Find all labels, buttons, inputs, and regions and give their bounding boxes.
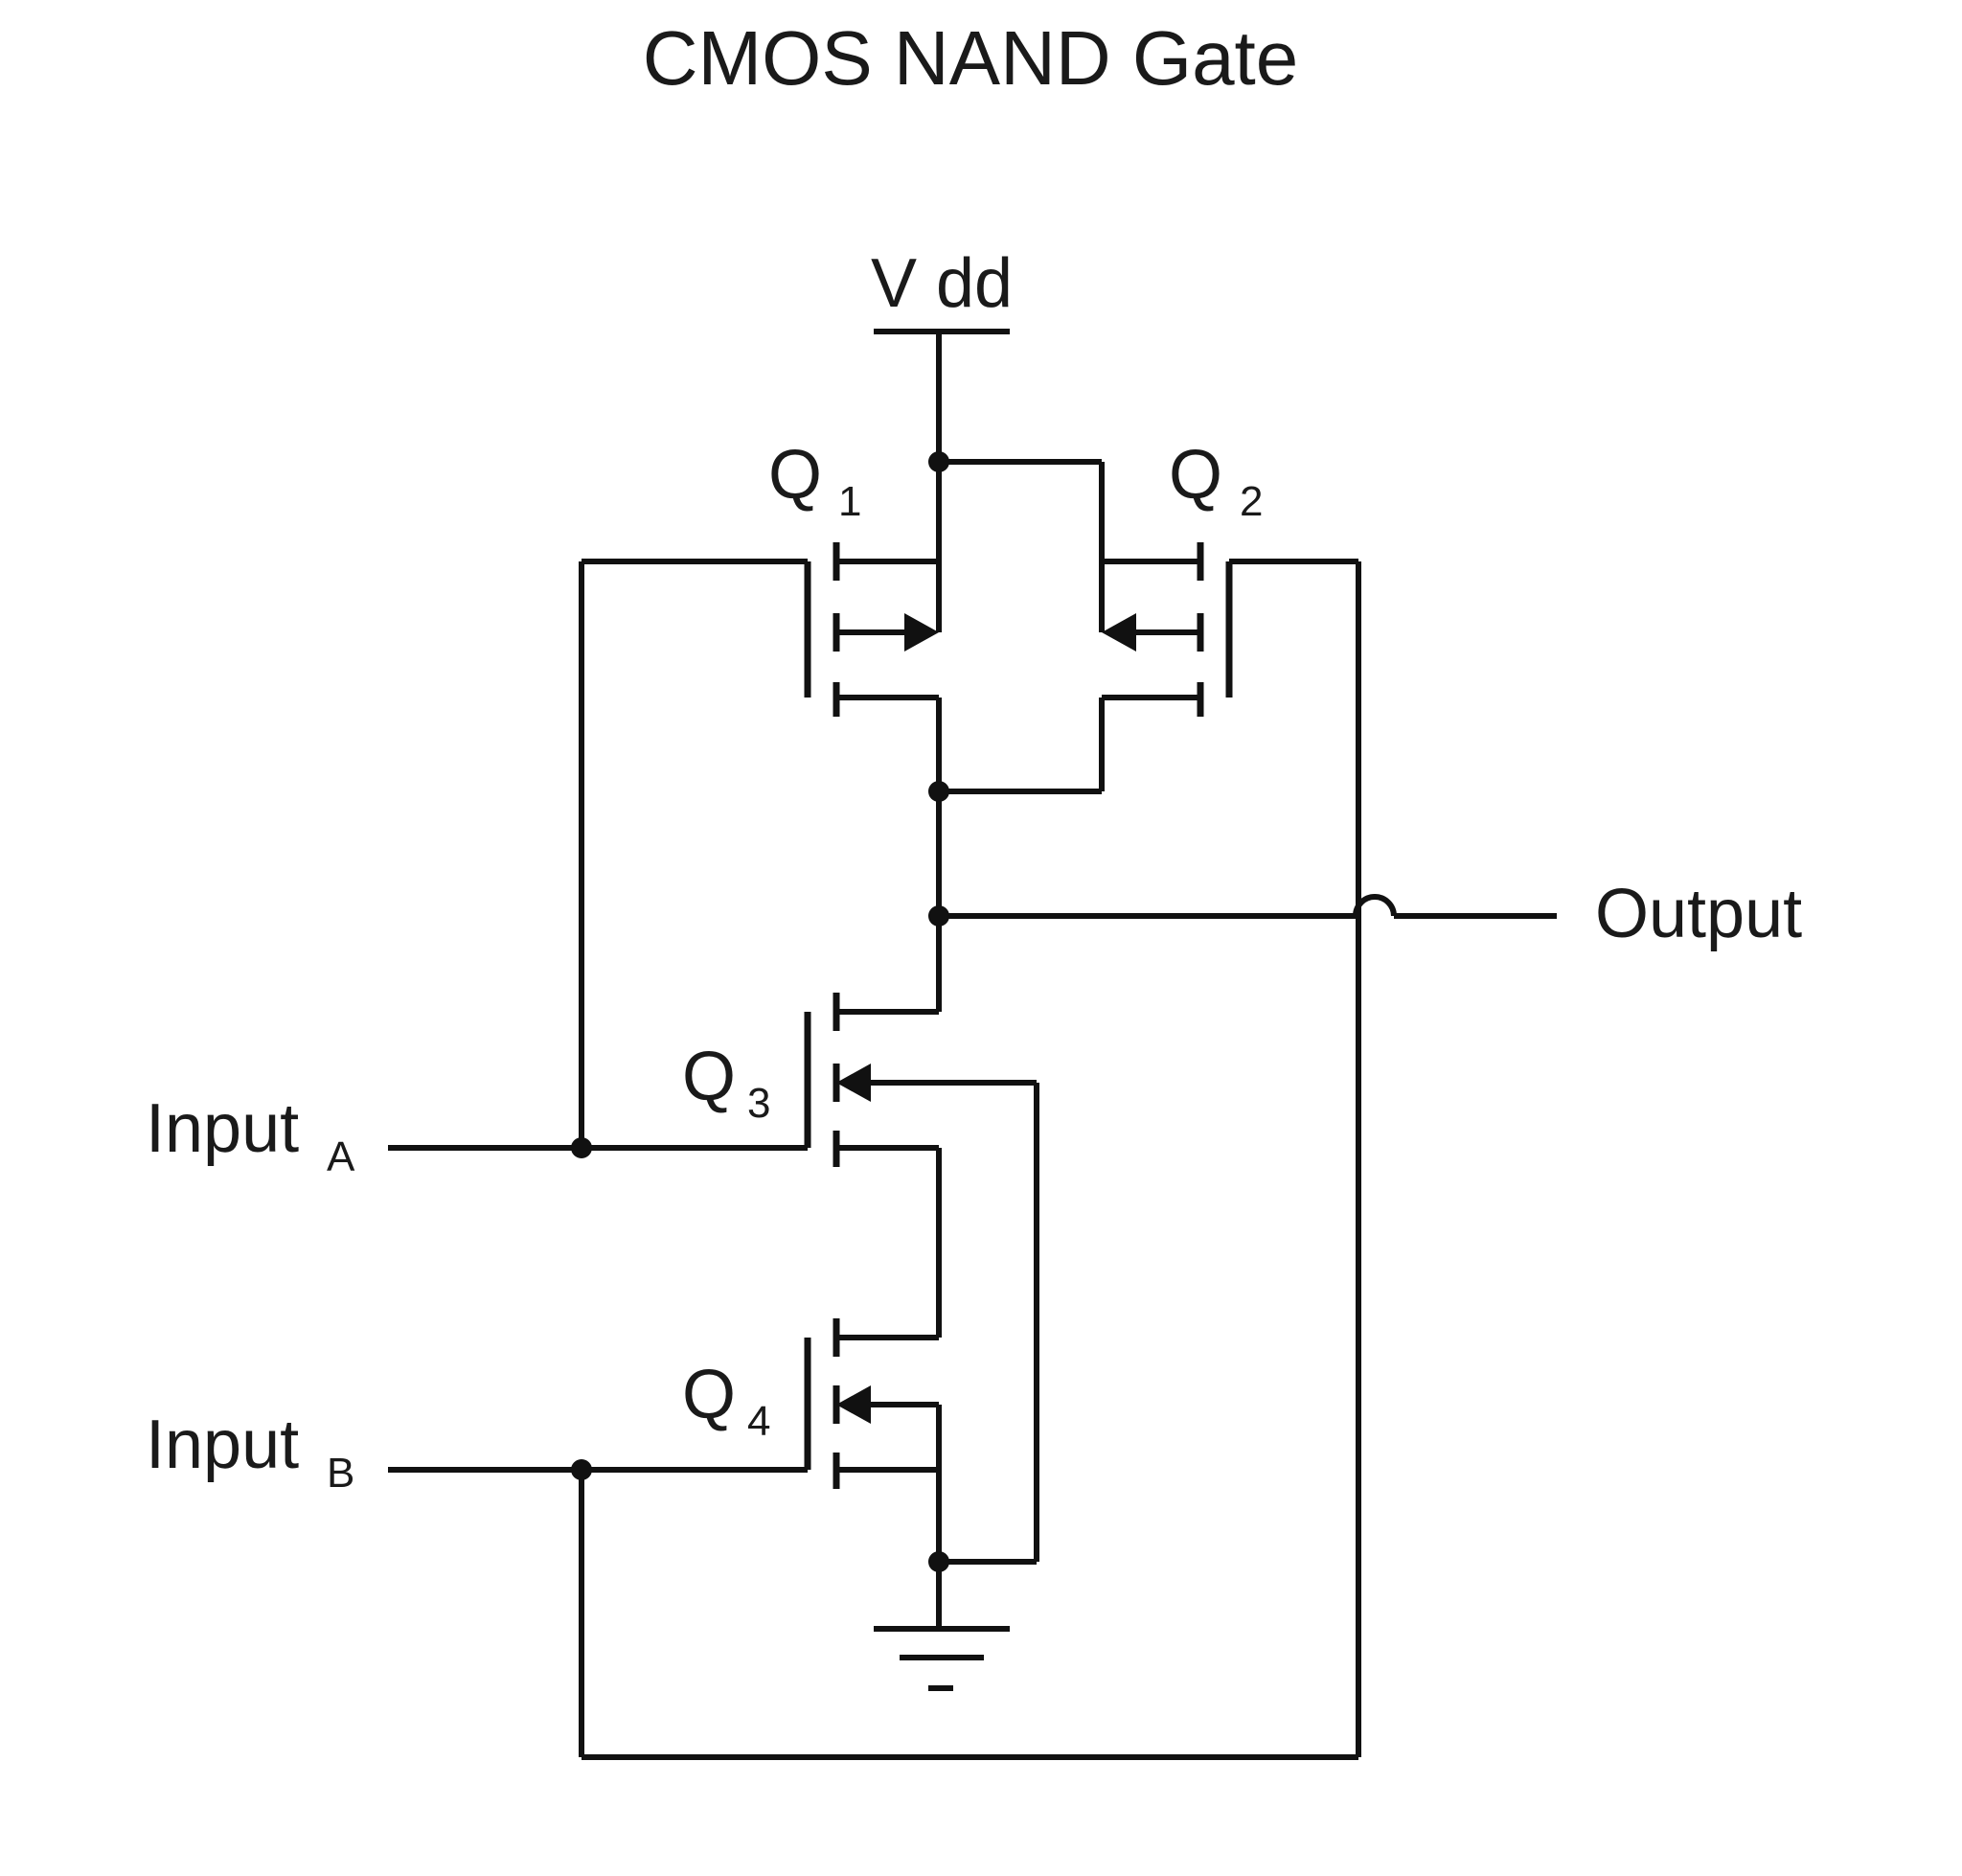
output-wire [939,894,1557,919]
input-a-label: Input A [146,1090,355,1180]
q3-arrow-icon [836,1064,871,1102]
junction-dot [928,781,949,802]
q1-label: Q 1 [768,437,861,525]
svg-text:Input: Input [146,1407,299,1483]
svg-text:B: B [327,1450,354,1497]
q3-body-wire [939,1083,1039,1565]
vdd-label: V dd [871,245,1013,322]
svg-text:Q: Q [682,1039,736,1115]
output-label: Output [1595,876,1802,952]
q4-label: Q 4 [682,1357,770,1445]
junction-dot [571,1459,592,1480]
input-b-label: Input B [146,1407,354,1497]
input-b-wires [388,559,1361,1760]
input-a-wires [388,559,808,1151]
ground-icon [874,1626,1010,1691]
pmos-drain-wires [936,789,1102,916]
svg-text:1: 1 [838,478,861,525]
q3-label: Q 3 [682,1039,770,1127]
svg-text:Q: Q [768,437,822,514]
svg-text:2: 2 [1240,478,1263,525]
vdd-supply-symbol [874,329,1010,462]
junction-dot [928,1551,949,1572]
svg-text:Input: Input [146,1090,299,1167]
svg-text:4: 4 [747,1398,770,1445]
q2-arrow-icon [1102,613,1136,652]
junction-dot [928,451,949,472]
svg-text:A: A [327,1133,355,1180]
transistor-q3 [804,993,1037,1338]
diagram-title: CMOS NAND Gate [643,15,1299,101]
junction-dot [928,905,949,927]
transistor-q1 [804,542,942,791]
transistor-q4 [804,1318,942,1629]
pmos-source-wires [936,459,1105,561]
svg-text:Q: Q [1169,437,1222,514]
q1-arrow-icon [904,613,939,652]
q2-label: Q 2 [1169,437,1263,525]
junction-dot [571,1137,592,1158]
svg-text:3: 3 [747,1080,770,1127]
transistor-q2 [1099,542,1233,791]
svg-text:Q: Q [682,1357,736,1433]
q4-arrow-icon [836,1385,871,1424]
